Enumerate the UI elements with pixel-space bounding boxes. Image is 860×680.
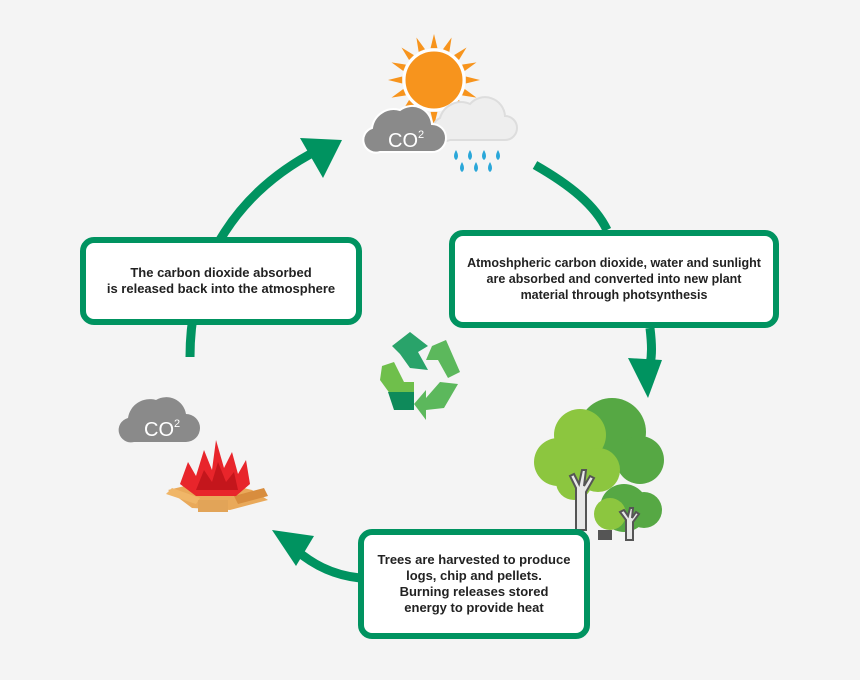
harvest-line-4: energy to provide heat xyxy=(404,600,544,615)
text-box-release: The carbon dioxide absorbed is released … xyxy=(80,237,362,325)
sun-ray xyxy=(462,62,477,72)
sun-ray xyxy=(401,47,414,60)
arrow-release-head xyxy=(300,138,342,178)
trees-icon xyxy=(534,398,664,541)
harvest-line-1: Trees are harvested to produce xyxy=(377,552,571,567)
release-line-2: is released back into the atmosphere xyxy=(106,281,336,296)
sun-ray xyxy=(442,37,452,52)
sun-ray xyxy=(391,88,406,98)
arrow-sky-to-box xyxy=(532,161,612,233)
harvest-line-3: Burning releases stored xyxy=(399,584,549,599)
sun-ray xyxy=(430,111,438,126)
arrow-trees-head xyxy=(628,358,662,398)
absorb-line-3: material through photsynthesis xyxy=(520,288,708,302)
arrow-harvest-to-fire xyxy=(293,546,361,583)
co2-cloud-fire-icon: CO2 xyxy=(118,397,200,443)
text-box-harvest: Trees are harvested to produce logs, chi… xyxy=(358,529,590,639)
absorb-line-1: Atmoshpheric carbon dioxide, water and s… xyxy=(467,256,761,270)
co2-label-sky: CO2 xyxy=(388,129,424,152)
rain-cloud-icon xyxy=(431,96,518,172)
sun-ray xyxy=(416,37,426,52)
co2-cloud-icon: CO2 xyxy=(362,104,447,154)
recycle-icon xyxy=(380,332,460,420)
harvest-line-2: logs, chip and pellets. xyxy=(406,568,542,583)
sun-ray xyxy=(391,62,406,72)
campfire-icon xyxy=(166,440,268,512)
sun-ray xyxy=(462,88,477,98)
sun-ray xyxy=(465,76,480,84)
sun-ray xyxy=(454,47,467,60)
arrow-fire-head xyxy=(272,530,314,566)
sun-ray xyxy=(388,76,403,84)
release-line-1: The carbon dioxide absorbed xyxy=(130,265,312,280)
sun-ray xyxy=(430,34,438,49)
absorb-line-2: are absorbed and converted into new plan… xyxy=(486,272,742,286)
text-box-absorb: Atmoshpheric carbon dioxide, water and s… xyxy=(449,230,779,328)
co2-label-fire: CO2 xyxy=(144,418,180,441)
